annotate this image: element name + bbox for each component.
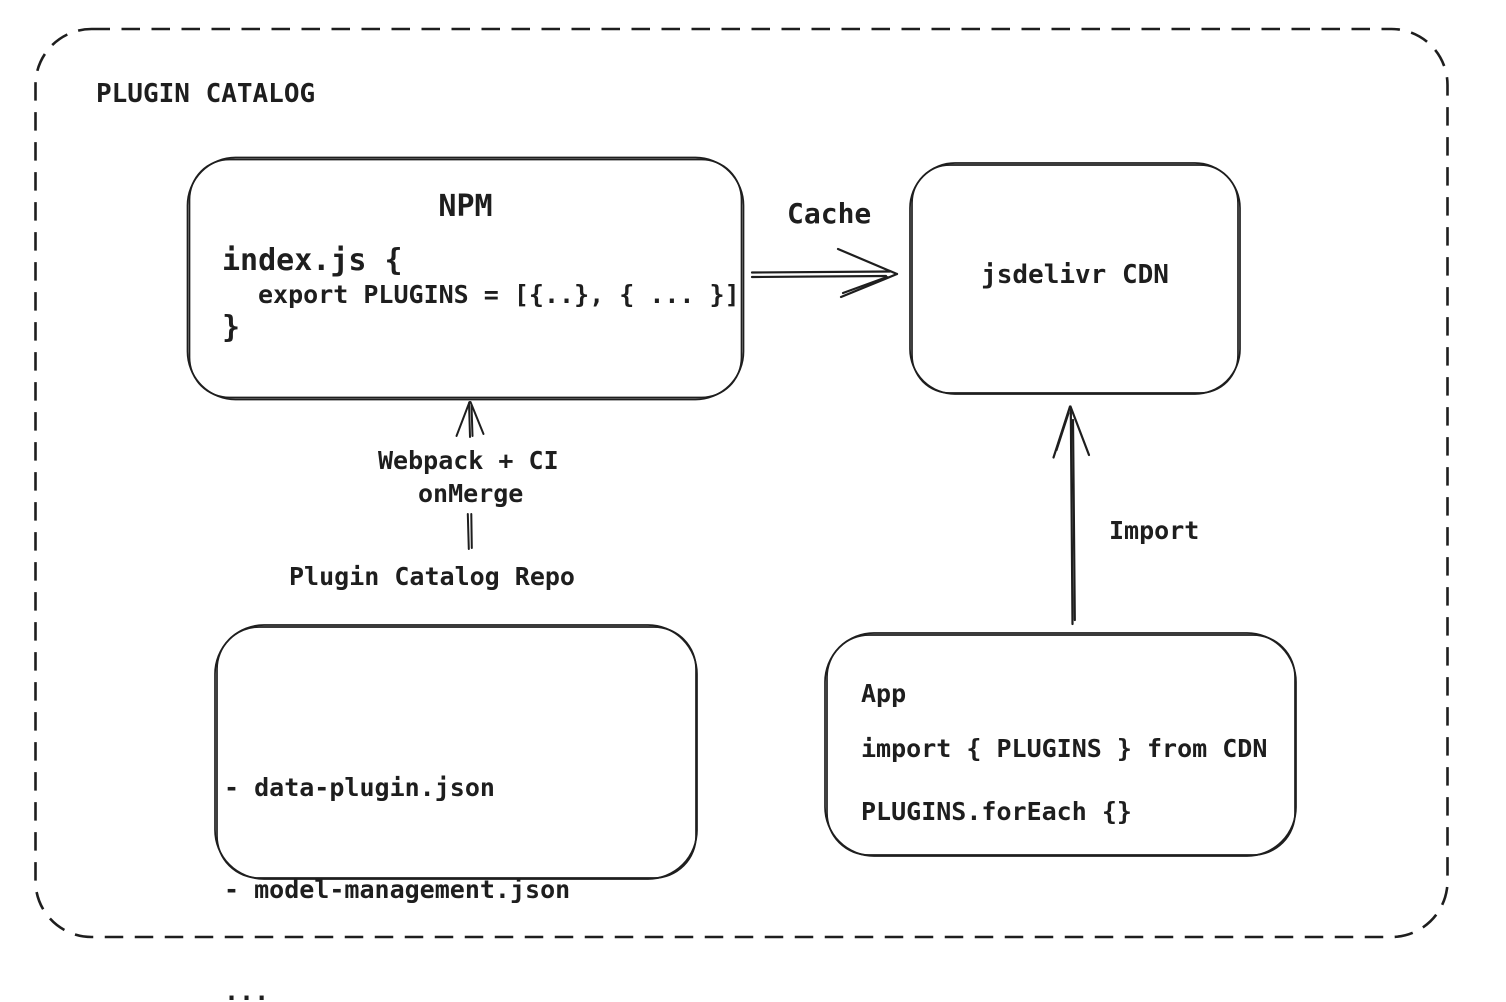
repo-box-shape bbox=[214, 624, 698, 880]
app-box-title: App bbox=[861, 679, 907, 708]
repo-file-1: - data-plugin.json bbox=[224, 773, 495, 802]
app-code-line-2: PLUGINS.forEach {} bbox=[861, 797, 1132, 826]
npm-code-line-1: index.js { bbox=[222, 243, 403, 278]
cache-arrow-label: Cache bbox=[787, 197, 872, 230]
repo-box-label: Plugin Catalog Repo bbox=[289, 562, 575, 591]
cdn-box-shape bbox=[909, 162, 1241, 395]
import-arrow-label: Import bbox=[1109, 516, 1200, 545]
catalog-boundary-shape bbox=[34, 27, 1449, 939]
app-box-shape bbox=[824, 632, 1297, 857]
cdn-box-label: jsdelivr CDN bbox=[981, 260, 1169, 290]
npm-box-shape bbox=[186, 156, 745, 401]
import-arrow bbox=[1052, 405, 1091, 626]
build-arrow bbox=[455, 401, 485, 550]
npm-box-title: NPM bbox=[438, 189, 493, 224]
repo-file-2: - model-management.json bbox=[224, 875, 571, 904]
repo-file-3: ... bbox=[224, 977, 270, 1002]
npm-code-line-3: } bbox=[222, 310, 241, 345]
build-arrow-label: Webpack + CI bbox=[378, 446, 559, 475]
npm-code-line-2: export PLUGINS = [{..}, { ... }] bbox=[258, 280, 740, 309]
app-code-line-1: import { PLUGINS } from CDN bbox=[861, 734, 1268, 763]
diagram-title: PLUGIN CATALOG bbox=[96, 79, 316, 109]
repo-file-list: - data-plugin.json - model-management.js… bbox=[224, 703, 570, 1002]
build-arrow-sublabel: onMerge bbox=[418, 479, 524, 508]
cache-arrow bbox=[750, 247, 899, 299]
